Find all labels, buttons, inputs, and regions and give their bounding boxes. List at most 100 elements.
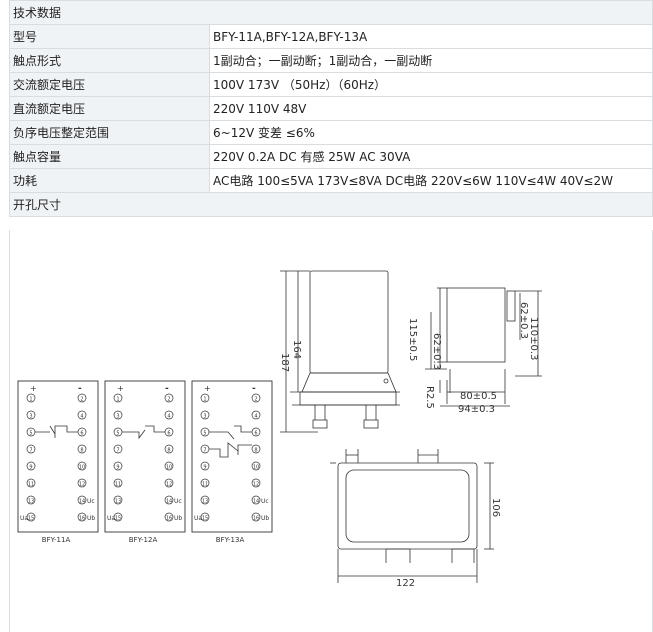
label-ub: Ub	[261, 515, 269, 522]
minus-sign: -	[78, 384, 82, 394]
contact-wiring-a	[209, 425, 252, 440]
terminal-number: 3	[116, 414, 119, 420]
terminal-number: 9	[116, 465, 119, 471]
spec-table-title: 技术数据	[9, 0, 653, 25]
terminal-left	[200, 410, 210, 420]
terminal-right	[164, 495, 174, 505]
dim-80: 80±0.5	[460, 391, 497, 402]
terminal-right	[251, 495, 261, 505]
label-ua: Ua	[20, 515, 28, 522]
wiring-panel-3	[191, 380, 273, 533]
terminal-right	[77, 512, 87, 522]
terminal-number: 11	[28, 482, 34, 488]
dim-110: 110±0.3	[528, 317, 539, 360]
terminal-number: 1	[116, 397, 119, 403]
terminal-left	[200, 393, 210, 403]
terminal-number: 4	[80, 414, 83, 420]
terminal-number: 6	[80, 431, 83, 437]
terminal-number: 7	[116, 448, 119, 454]
terminal-right	[77, 393, 87, 403]
label-uc: Uc	[87, 498, 95, 505]
label-ua: Ua	[194, 515, 202, 522]
terminal-number: 15	[115, 516, 121, 522]
label-ub: Ub	[87, 515, 95, 522]
terminal-number: 13	[115, 499, 121, 505]
dim-62-left: 62±0.3	[431, 333, 442, 370]
terminal-right	[251, 410, 261, 420]
terminal-number: 6	[167, 431, 170, 437]
terminal-number: 16	[166, 516, 172, 522]
terminal-left	[113, 393, 123, 403]
terminal-right	[251, 393, 261, 403]
terminal-right	[77, 461, 87, 471]
terminal-right	[164, 444, 174, 454]
dim-r25: R2.5	[424, 386, 435, 409]
minus-sign: -	[165, 384, 169, 394]
terminal-number: 10	[79, 465, 85, 471]
terminal-number: 5	[203, 431, 206, 437]
dim-187: 187	[279, 353, 290, 372]
terminal-number: 14	[253, 499, 259, 505]
contact-wiring-nc	[35, 425, 78, 438]
dim-115: 115±0.5	[407, 318, 418, 361]
terminal-number: 7	[203, 448, 206, 454]
dim-106: 106	[490, 498, 501, 517]
terminal-left	[200, 495, 210, 505]
cutout-side-view	[425, 287, 542, 407]
terminal-left	[200, 461, 210, 471]
plus-sign: +	[30, 384, 37, 393]
terminal-left	[26, 461, 36, 471]
terminal-left	[113, 512, 123, 522]
terminal-left	[200, 478, 210, 488]
row-value-setting-range: 6~12V 变差 ≤6%	[209, 120, 653, 145]
wiring-panel-1	[17, 380, 99, 533]
dim-62-right: 62±0.3	[518, 302, 529, 339]
terminal-left	[113, 478, 123, 488]
terminal-right	[251, 478, 261, 488]
label-uc: Uc	[261, 498, 269, 505]
terminal-right	[251, 512, 261, 522]
terminal-left	[26, 410, 36, 420]
panel-label: BFY-12A	[129, 536, 158, 544]
relay-side-view	[280, 270, 400, 433]
minus-sign: -	[252, 384, 256, 394]
label-uc: Uc	[174, 498, 182, 505]
terminal-number: 12	[166, 482, 172, 488]
terminal-number: 15	[202, 516, 208, 522]
terminal-number: 10	[166, 465, 172, 471]
terminal-number: 2	[254, 397, 257, 403]
terminal-number: 5	[29, 431, 32, 437]
terminal-right	[77, 478, 87, 488]
terminal-number: 6	[254, 431, 257, 437]
terminal-number: 15	[28, 516, 34, 522]
terminal-number: 3	[29, 414, 32, 420]
row-value-ac-voltage: 100V 173V （50Hz）（60Hz）	[209, 72, 653, 97]
terminal-number: 5	[116, 431, 119, 437]
terminal-right	[77, 444, 87, 454]
row-label-contact-form: 触点形式	[9, 48, 210, 73]
terminal-number: 10	[253, 465, 259, 471]
terminal-number: 16	[79, 516, 85, 522]
terminal-left	[200, 512, 210, 522]
terminal-left	[26, 444, 36, 454]
terminal-number: 8	[254, 448, 257, 454]
terminal-number: 12	[79, 482, 85, 488]
terminal-number: 7	[29, 448, 32, 454]
terminal-left	[26, 495, 36, 505]
terminal-number: 4	[254, 414, 257, 420]
terminal-number: 8	[80, 448, 83, 454]
row-label-dc-voltage: 直流额定电压	[9, 96, 210, 121]
contact-wiring-b	[209, 442, 252, 458]
plus-sign: +	[204, 384, 211, 393]
panel-label: BFY-13A	[216, 536, 245, 544]
terminal-number: 1	[203, 397, 206, 403]
row-label-ac-voltage: 交流额定电压	[9, 72, 210, 97]
plus-sign: +	[117, 384, 124, 393]
terminal-number: 3	[203, 414, 206, 420]
terminal-number: 1	[29, 397, 32, 403]
terminal-left	[113, 444, 123, 454]
terminal-right	[164, 393, 174, 403]
